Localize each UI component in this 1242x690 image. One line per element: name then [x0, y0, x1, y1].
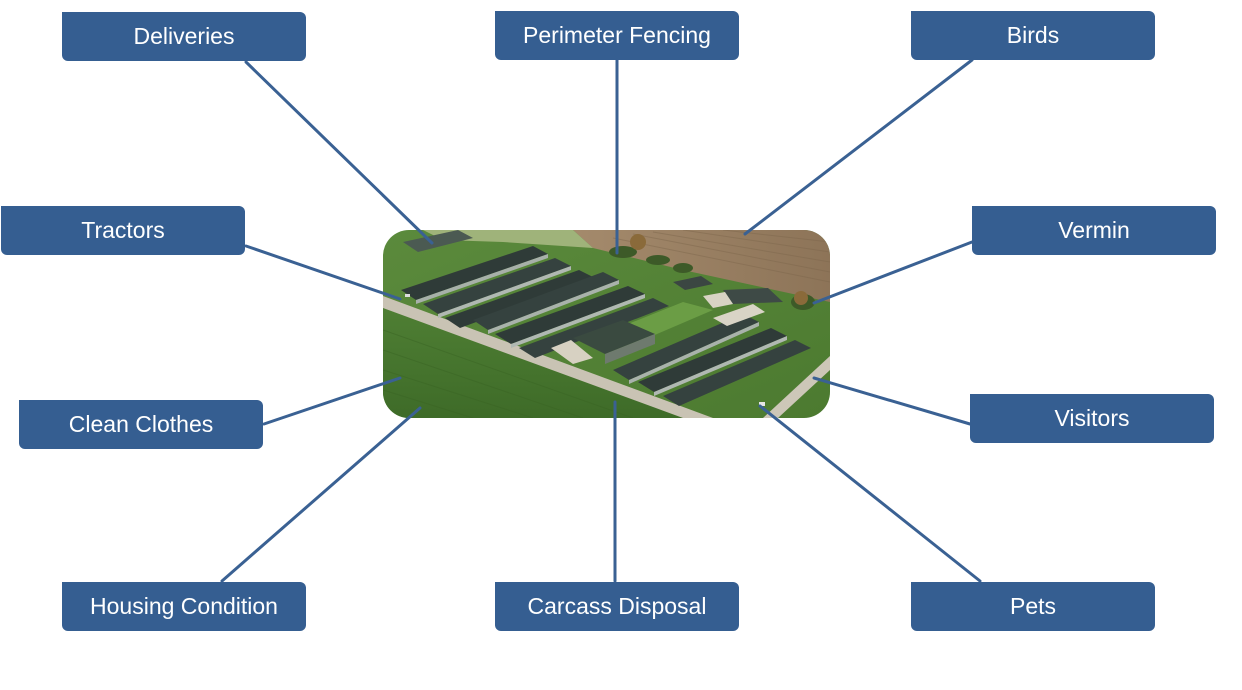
- connector-vermin: [812, 240, 974, 305]
- connector-deliveries: [244, 60, 434, 245]
- connector-clean-clothes: [262, 376, 402, 426]
- label-deliveries: Deliveries: [62, 12, 306, 61]
- label-tractors: Tractors: [1, 206, 245, 255]
- connector-visitors: [812, 376, 972, 426]
- connector-housing-condition: [220, 406, 422, 583]
- label-visitors: Visitors: [970, 394, 1214, 443]
- label-pets: Pets: [911, 582, 1155, 631]
- label-carcass-disposal: Carcass Disposal: [495, 582, 739, 631]
- connector-birds: [743, 58, 974, 236]
- label-housing-condition: Housing Condition: [62, 582, 306, 631]
- label-clean-clothes: Clean Clothes: [19, 400, 263, 449]
- label-birds: Birds: [911, 11, 1155, 60]
- connector-pets: [758, 404, 982, 583]
- label-perimeter-fencing: Perimeter Fencing: [495, 11, 739, 60]
- farm-aerial-photo: [383, 230, 830, 418]
- connector-tractors: [244, 244, 402, 301]
- label-vermin: Vermin: [972, 206, 1216, 255]
